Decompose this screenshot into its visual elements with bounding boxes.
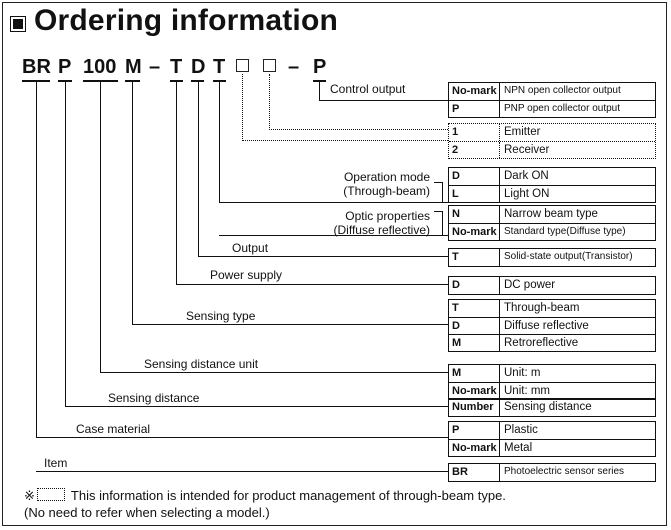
label-sensing-type: Sensing type [186,309,256,323]
value-sensing-distance: Sensing distance [504,401,592,413]
table-operation-mode: D Dark ON L Light ON [448,167,656,203]
code-t2: T [213,56,226,78]
key-l: L [449,186,500,202]
key-d: D [449,318,500,334]
key-p: P [449,101,500,117]
code-box-1 [236,59,249,72]
key-br: BR [449,464,500,481]
table-item: BR Photoelectric sensor series [448,463,656,482]
code-br: BR [22,56,51,78]
code-p: P [58,56,72,78]
value-standard-type: Standard type(Diffuse type) [504,226,626,237]
value-emitter: Emitter [504,126,541,138]
note-text: This information is intended for product… [70,488,506,503]
code-d: D [191,56,206,78]
key-m: M [449,365,500,382]
table-power-supply: D DC power [448,276,656,295]
code-p2: P [313,56,327,78]
value-diffuse-reflective: Diffuse reflective [504,320,589,332]
label-sensing-distance-unit: Sensing distance unit [144,357,259,371]
label-output: Output [232,241,269,255]
key-no-mark: No-mark [449,440,500,456]
key-t: T [449,249,500,266]
table-emitter-receiver: 1 Emitter 2 Receiver [448,123,656,159]
label-case-material: Case material [76,422,151,436]
code-box-2 [263,59,276,72]
value-metal: Metal [504,442,533,454]
key-1: 1 [449,124,500,141]
optic-link [219,235,448,236]
key-no-mark: No-mark [449,83,500,100]
code-100: 100 [83,56,117,78]
value-solid-state: Solid-state output(Transistor) [504,251,633,262]
key-2: 2 [449,142,500,158]
value-unit-mm: Unit: mm [504,385,550,397]
page-title: Ordering information [34,4,338,37]
key-number: Number [449,399,500,416]
code-t: T [170,56,183,78]
key-no-mark: No-mark [449,224,500,240]
table-distance-unit: M Unit: m No-mark Unit: mm [448,364,656,400]
value-light-on: Light ON [504,188,550,200]
table-sensing-type: T Through-beam D Diffuse reflective M Retro… [448,299,656,352]
code-dash-1: – [149,56,161,78]
table-optic-properties: N Narrow beam type No-mark Standard type(D… [448,205,656,241]
value-npn: NPN open collector output [504,85,621,96]
code-dash-2: – [288,56,300,78]
label-operation-mode-sub: (Through-beam) [343,184,430,198]
note-line-2: (No need to refer when selecting a model… [24,505,270,520]
dotted-box-icon [36,488,65,501]
label-operation-mode: Operation mode [343,170,430,184]
page-frame [2,2,667,526]
table-sensing-distance: Number Sensing distance [448,398,656,417]
key-t: T [449,300,500,317]
label-power-supply: Power supply [210,268,283,282]
value-dark-on: Dark ON [504,170,549,182]
value-receiver: Receiver [504,144,550,156]
value-pnp: PNP open collector output [504,103,621,114]
value-dc-power: DC power [504,279,556,291]
table-case-material: P Plastic No-mark Metal [448,421,656,457]
title-square-icon [10,16,26,32]
note-mark: ※ [24,488,35,503]
key-d: D [449,277,500,294]
note-line-1: ※ This information is intended for produc… [24,488,506,504]
code-m: M [125,56,142,78]
key-no-mark: No-mark [449,383,500,399]
table-control-output: No-mark NPN open collector output P PNP op… [448,82,656,118]
value-narrow-beam: Narrow beam type [504,208,598,220]
value-retroreflective: Retroreflective [504,337,579,349]
label-optic-properties: Optic properties [345,209,430,223]
label-sensing-distance: Sensing distance [108,391,200,405]
value-unit-m: Unit: m [504,367,541,379]
value-plastic: Plastic [504,424,538,436]
value-through-beam: Through-beam [504,302,580,314]
label-item: Item [44,456,68,470]
table-output: T Solid-state output(Transistor) [448,248,656,267]
value-photoelectric-series: Photoelectric sensor series [504,466,625,477]
key-p: P [449,422,500,439]
label-control-output: Control output [330,82,406,96]
key-d: D [449,168,500,185]
label-optic-properties-sub: (Diffuse reflective) [333,223,430,237]
key-n: N [449,206,500,223]
key-m: M [449,335,500,351]
